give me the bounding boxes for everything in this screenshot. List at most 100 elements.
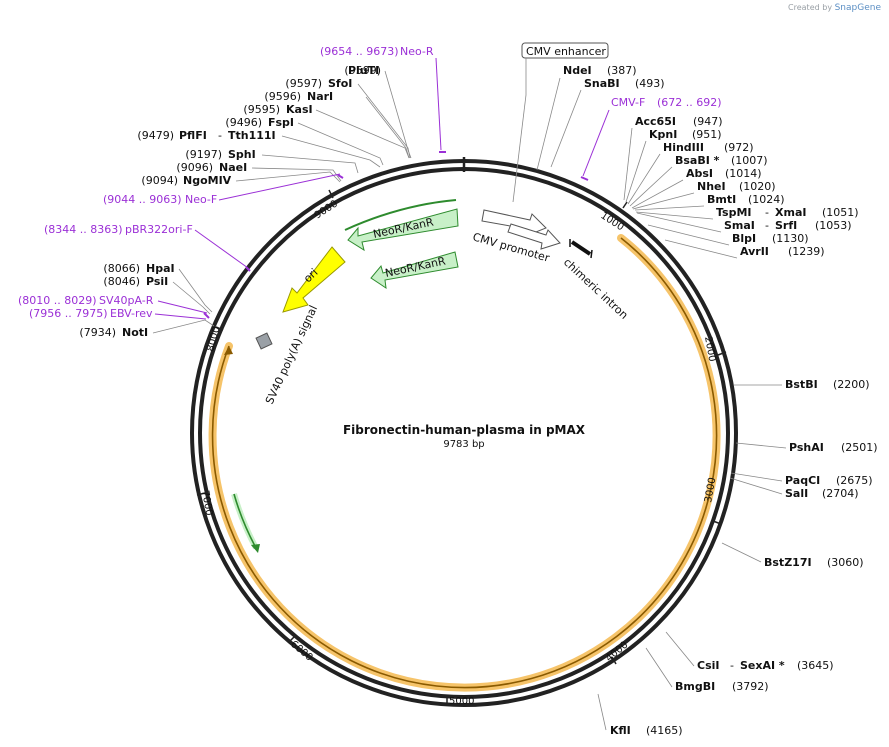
fibronectin-orf-arrowhead <box>224 346 233 355</box>
position-ticks <box>196 189 727 705</box>
neor-kanr-arrow-2 <box>370 251 459 290</box>
site-left-11-num: (7934) <box>79 326 116 339</box>
primer-0-name: Neo-R <box>400 45 434 58</box>
site-right-1-name: SnaBI <box>584 77 620 90</box>
site-right-18-num: (3645) <box>797 659 834 672</box>
site-left-0-num: (9599) <box>344 64 381 77</box>
left-site-labels: (9599) PluTI (9597) SfoI (9596) NarI (95… <box>79 64 381 339</box>
site-right-13-num: (2200) <box>833 378 870 391</box>
site-left-8-num: (9094) <box>141 174 178 187</box>
primer-2-range: (9044 .. 9063) <box>103 193 182 206</box>
sv40-polya-label: SV40 poly(A) signal <box>263 303 320 406</box>
site-right-11-num: (1130) <box>772 232 809 245</box>
site-right-8-name: BmtI <box>707 193 736 206</box>
left-site-leaders <box>152 70 412 334</box>
site-right-12-num: (1239) <box>788 245 825 258</box>
svg-text:-: - <box>218 129 222 142</box>
chimeric-intron-bar <box>570 240 592 256</box>
neor-outer-line <box>344 199 457 231</box>
site-left-10-name: PsiI <box>146 275 168 288</box>
plasmid-name: Fibronectin-human-plasma in pMAX <box>343 423 586 437</box>
site-left-1-num: (9597) <box>285 77 322 90</box>
site-right-15-num: (2675) <box>836 474 873 487</box>
site-left-2-name: NarI <box>307 90 333 103</box>
site-right-7-num: (1020) <box>739 180 776 193</box>
tick-label-3000: 3000 <box>703 477 718 504</box>
cmv-enhancer-box <box>521 42 609 59</box>
primer-3-name: pBR322ori-F <box>125 223 193 236</box>
site-right-8-num: (1024) <box>748 193 785 206</box>
site-left-6-num: (9197) <box>185 148 222 161</box>
site-left-7-name: NaeI <box>219 161 247 174</box>
primer-labels: (9654 .. 9673) Neo-R CMV-F (672 .. 692) … <box>18 45 722 320</box>
site-right-0-name: NdeI <box>563 64 592 77</box>
tick-label-8000: 8000 <box>205 325 222 352</box>
site-right-20-name: KflI <box>610 724 631 737</box>
site-left-1-name: SfoI <box>328 77 352 90</box>
site-right-3-num: (951) <box>692 128 722 141</box>
primer-4-name: SV40pA-R <box>99 294 154 307</box>
site-right-14-name: PshAI <box>789 441 824 454</box>
site-right-18-name2: SexAI * <box>740 659 785 672</box>
site-right-16-num: (2704) <box>822 487 859 500</box>
site-left-5-num: (9479) <box>137 129 174 142</box>
fibronectin-orf-line <box>211 237 718 689</box>
primer-5-range: (7956 .. 7975) <box>29 307 108 320</box>
site-left-0-name: PluTI <box>348 64 379 77</box>
site-right-3-name: KpnI <box>649 128 677 141</box>
ori-arrow <box>282 246 346 313</box>
site-right-2-num: (947) <box>693 115 723 128</box>
neor-kanr-label-2: NeoR/KanR <box>384 254 447 280</box>
site-right-14-num: (2501) <box>841 441 878 454</box>
site-right-5-num: (1007) <box>731 154 768 167</box>
site-right-7-name: NheI <box>697 180 726 193</box>
site-left-11-name: NotI <box>122 326 148 339</box>
chimeric-intron-label: chimeric intron <box>561 256 631 322</box>
site-right-18-name: CsiI <box>697 659 719 672</box>
tick-label-7000: 7000 <box>199 490 214 517</box>
site-right-15-name: PaqCI <box>785 474 820 487</box>
site-right-17-num: (3060) <box>827 556 864 569</box>
site-right-2-name: Acc65I <box>635 115 676 128</box>
green-orf-line <box>233 493 257 549</box>
neor-kanr-label-1: NeoR/KanR <box>372 215 435 241</box>
site-right-11-name: BlpI <box>732 232 756 245</box>
site-right-10-name2: SrfI <box>775 219 797 232</box>
primer-leaders <box>154 57 610 320</box>
site-right-9-name2: XmaI <box>775 206 806 219</box>
cmv-enhancer-label: CMV enhancer <box>526 45 606 58</box>
chimeric-intron-cap-right <box>590 249 593 259</box>
plasmid-length: 9783 bp <box>443 439 484 450</box>
site-left-10-num: (8046) <box>103 275 140 288</box>
svg-text:-: - <box>765 206 769 219</box>
site-right-20-num: (4165) <box>646 724 683 737</box>
primer-5-name: EBV-rev <box>110 307 153 320</box>
cmv-promoter-arrow-2 <box>507 223 561 250</box>
primer-1-name: CMV-F <box>611 96 645 109</box>
site-right-19-num: (3792) <box>732 680 769 693</box>
primer-4-range: (8010 .. 8029) <box>18 294 97 307</box>
site-left-3-name: KasI <box>286 103 313 116</box>
site-right-5-name: BsaBI * <box>675 154 720 167</box>
site-left-9-num: (8066) <box>103 262 140 275</box>
svg-text:-: - <box>765 219 769 232</box>
site-right-4-num: (972) <box>724 141 754 154</box>
neor-kanr-arrow-1 <box>347 208 459 252</box>
site-right-16-name: SalI <box>785 487 808 500</box>
primer-0-range: (9654 .. 9673) <box>320 45 399 58</box>
site-right-1-num: (493) <box>635 77 665 90</box>
snapgene-credit: Created by SnapGene <box>788 3 881 13</box>
site-left-4-name: FspI <box>268 116 294 129</box>
site-left-8-name: NgoMIV <box>183 174 232 187</box>
site-right-19-name: BmgBI <box>675 680 715 693</box>
tick-label-5000: 5000 <box>449 696 474 707</box>
site-right-13-name: BstBI <box>785 378 818 391</box>
svg-text:-: - <box>730 659 734 672</box>
sv40-polya-block <box>255 332 273 350</box>
site-right-10-num: (1053) <box>815 219 852 232</box>
right-site-labels: NdeI (387) SnaBI (493) Acc65I (947) KpnI… <box>563 64 878 737</box>
site-left-5-name2: Tth111I <box>228 129 276 142</box>
site-left-7-num: (9096) <box>176 161 213 174</box>
credit-brand: SnapGene <box>834 3 881 13</box>
